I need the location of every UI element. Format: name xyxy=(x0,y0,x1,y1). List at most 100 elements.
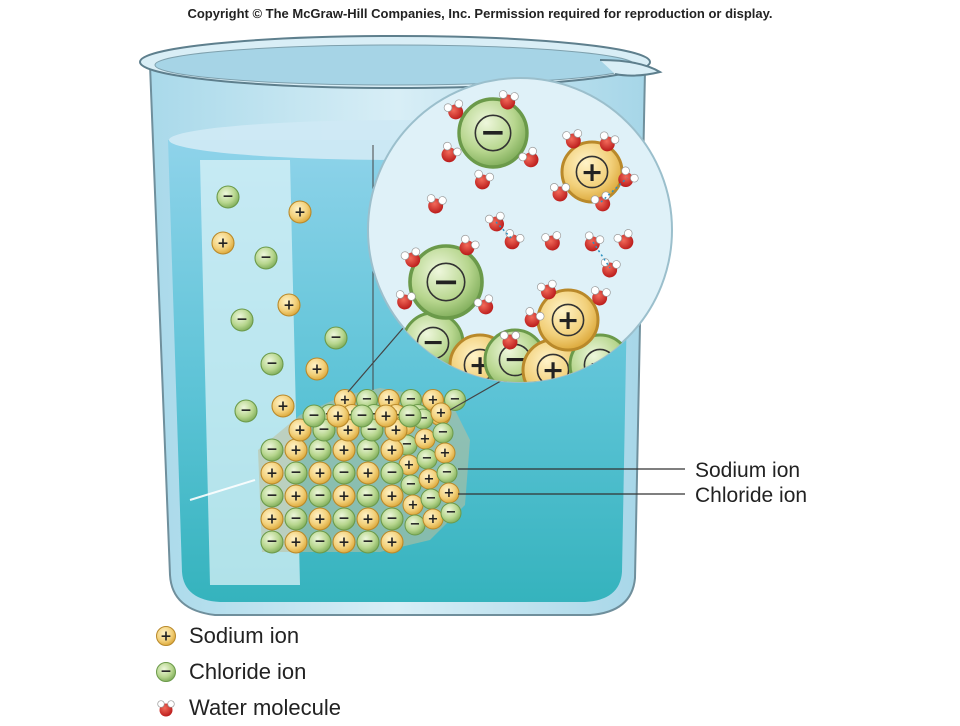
water-molecule xyxy=(562,129,583,149)
sodium-ion: + xyxy=(438,482,460,504)
sodium-ion: + xyxy=(434,442,456,464)
sodium-ion: + xyxy=(260,461,284,485)
svg-text:+: + xyxy=(294,423,306,439)
water-molecule xyxy=(474,169,495,190)
svg-text:+: + xyxy=(384,393,395,408)
chloride-ion: − xyxy=(356,484,380,508)
water-molecule xyxy=(499,331,521,350)
svg-text:−: − xyxy=(160,664,172,680)
water-molecule xyxy=(584,231,605,252)
chloride-ion: − xyxy=(284,507,308,531)
water-molecule xyxy=(504,229,525,250)
chloride-ion: − xyxy=(400,474,422,496)
svg-text:+: + xyxy=(428,393,439,408)
svg-text:+: + xyxy=(557,305,580,336)
water-molecule xyxy=(498,90,519,110)
water-molecule xyxy=(443,99,464,120)
water-molecule xyxy=(590,191,611,212)
hydrated-chloride-ion: − xyxy=(408,244,484,320)
svg-text:−: − xyxy=(290,465,302,481)
water-molecule xyxy=(426,194,447,214)
svg-text:+: + xyxy=(436,406,447,421)
legend-item-sodium: + Sodium ion xyxy=(155,618,341,654)
chloride-ion: − xyxy=(324,326,348,350)
chloride-ion: − xyxy=(308,484,332,508)
sodium-ion: + xyxy=(356,507,380,531)
chloride-ion: − xyxy=(308,438,332,462)
chloride-ion-label: Chloride ion xyxy=(695,484,807,507)
water-molecule xyxy=(395,290,416,310)
svg-text:+: + xyxy=(283,298,295,314)
water-molecule xyxy=(536,279,557,300)
water-molecule xyxy=(613,229,634,250)
water-molecule-icon xyxy=(157,700,175,717)
beaker-spout xyxy=(599,59,663,77)
chloride-ion: − xyxy=(332,461,356,485)
svg-text:−: − xyxy=(442,465,453,480)
svg-text:−: − xyxy=(338,511,350,527)
svg-text:−: − xyxy=(446,505,457,520)
svg-text:+: + xyxy=(160,629,172,645)
sodium-ion: + xyxy=(374,404,398,428)
sodium-ion: + xyxy=(271,394,295,418)
sodium-ion: + xyxy=(380,530,404,554)
svg-text:+: + xyxy=(428,512,439,527)
svg-text:−: − xyxy=(240,403,252,419)
hydrated-sodium-ion: + xyxy=(560,140,624,204)
svg-text:+: + xyxy=(314,512,326,528)
svg-text:+: + xyxy=(311,362,323,378)
chloride-ion: − xyxy=(380,461,404,485)
svg-text:+: + xyxy=(404,458,415,473)
svg-text:+: + xyxy=(266,466,278,482)
svg-text:−: − xyxy=(433,263,460,301)
sodium-ion-icon: + xyxy=(156,626,176,646)
svg-text:+: + xyxy=(362,466,374,482)
svg-text:−: − xyxy=(386,511,398,527)
sodium-ion: + xyxy=(326,404,350,428)
svg-text:+: + xyxy=(444,486,455,501)
svg-text:−: − xyxy=(366,422,378,438)
svg-text:−: − xyxy=(438,425,449,440)
svg-text:−: − xyxy=(362,488,374,504)
chloride-ion: − xyxy=(284,461,308,485)
svg-text:−: − xyxy=(266,356,278,372)
sodium-ion: + xyxy=(414,428,436,450)
hydrogen-bond xyxy=(600,177,628,203)
sodium-ion: + xyxy=(332,484,356,508)
sodium-ion: + xyxy=(284,484,308,508)
svg-text:+: + xyxy=(542,355,565,386)
chloride-ion-icon: − xyxy=(156,662,176,682)
chloride-ion: − xyxy=(356,530,380,554)
svg-text:−: − xyxy=(314,488,326,504)
legend-item-chloride: − Chloride ion xyxy=(155,654,341,690)
chloride-ion: − xyxy=(443,388,467,412)
svg-text:−: − xyxy=(236,312,248,328)
legend: + Sodium ion − Chloride ion Water molecu… xyxy=(155,618,341,726)
svg-text:−: − xyxy=(338,465,350,481)
chloride-ion: − xyxy=(234,399,258,423)
svg-text:−: − xyxy=(404,408,416,424)
dissolved-ions: −++−+−−−+−+ xyxy=(211,185,348,423)
sodium-ion-label: Sodium ion xyxy=(695,459,800,482)
water-molecule xyxy=(549,183,571,202)
water-molecule xyxy=(541,231,562,251)
sodium-ion: + xyxy=(332,530,356,554)
water-molecule xyxy=(459,234,480,256)
sodium-ion: + xyxy=(380,438,404,462)
svg-text:+: + xyxy=(217,236,229,252)
legend-label-sodium: Sodium ion xyxy=(189,623,300,648)
svg-text:+: + xyxy=(314,466,326,482)
chloride-ion: − xyxy=(350,404,374,428)
chloride-ion: − xyxy=(260,484,284,508)
sodium-ion: + xyxy=(260,507,284,531)
svg-text:+: + xyxy=(386,443,398,459)
svg-text:+: + xyxy=(338,443,350,459)
chloride-ion: − xyxy=(398,404,422,428)
sodium-ion: + xyxy=(430,402,452,424)
svg-text:−: − xyxy=(314,534,326,550)
svg-text:−: − xyxy=(308,408,320,424)
water-molecule xyxy=(524,307,545,328)
chloride-ion: − xyxy=(432,422,454,444)
sodium-ion: + xyxy=(402,494,424,516)
hydrogen-bond xyxy=(495,221,514,241)
